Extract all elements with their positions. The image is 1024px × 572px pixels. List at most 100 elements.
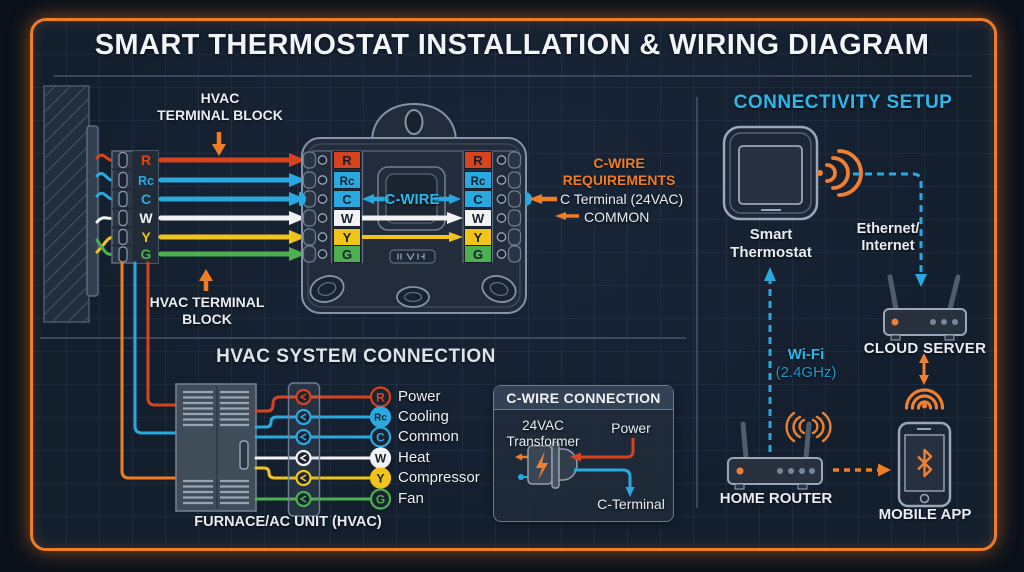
label-line: BLOCK [182,310,232,327]
terminal-letter: C [141,191,151,207]
label-line: Internet [861,238,915,255]
hvac-terminal-block-label-top: HVAC TERMINAL BLOCK [150,90,290,123]
router-phone-dashed-link [833,463,891,477]
hvac-terminal-block-label-bottom: HVAC TERMINAL BLOCK [137,294,277,327]
common-requirement: COMMON [584,209,650,225]
c-wire-connection-box: C-WIRE CONNECTION [493,385,674,522]
terminal-letter: R [473,153,483,168]
legend-code: C [376,431,385,445]
terminal-letter: W [341,211,354,226]
terminal-letter: Rc [340,176,355,188]
legend-code: W [375,452,387,466]
c-wire-connection-title: C-WIRE CONNECTION [494,386,673,410]
mounting-holes [309,275,517,308]
smart-thermostat-icon [722,125,819,221]
legend-label-fan: Fan [398,490,424,507]
wifi-label: Wi-Fi (2.4GHz) [766,346,846,381]
bluetooth-icon [917,448,933,478]
furnace-vents [183,390,249,505]
wall-icon [43,85,99,323]
page-title: SMART THERMOSTAT INSTALLATION & WIRING D… [94,29,930,61]
terminal-letter: R [342,153,352,168]
legend-label-heat: Heat [398,449,430,466]
terminal-letter: C [342,192,352,207]
c-terminal-requirement: C Terminal (24VAC) [560,191,684,207]
terminal-letter: G [342,247,352,262]
label-line: C-WIRE [593,155,645,171]
cloud-sync-arrow-icon [919,353,929,385]
terminal-letter: R [141,152,151,168]
transformer-label: 24VAC Transformer [495,418,591,450]
legend-code: Rc [374,413,387,424]
terminal-letter: Rc [138,174,154,188]
legend-label-cooling: Cooling [398,408,449,425]
c-wire-connection-wires [570,438,635,497]
power-label: Power [611,420,651,436]
terminal-screws [317,155,507,259]
hvac-section-title: HVAC SYSTEM CONNECTION [216,346,496,367]
terminal-clips [302,151,522,263]
label-line: HVAC TERMINAL [149,294,265,310]
cloud-server-icon [883,274,967,341]
backplate-terminal-blocks [333,151,492,263]
label-line: Transformer [506,433,580,449]
riser-wires [120,261,178,480]
furnace-wires [254,395,373,501]
mobile-phone-icon [897,421,952,508]
legend-code: Y [376,472,384,486]
block-label-arrows [199,132,226,291]
label-line: Ethernet/ [856,221,920,237]
junction-screw-slots [299,393,307,503]
hvac-terminal-block: R Rc C W Y G [111,150,159,264]
c-terminal-label: C-Terminal [597,496,665,512]
c-terminal-tab-right [525,192,532,206]
terminal-letter: Y [141,229,151,245]
c-wire-requirement-arrows [529,194,579,220]
terminal-letter: Rc [471,176,486,188]
wire-legend: R Rc C W Y G [369,386,392,510]
c-wire-requirements-title: C-WIRE REQUIREMENTS [545,155,693,188]
label-line: TERMINAL BLOCK [157,106,283,123]
c-wire-label: C-WIRE [384,191,440,208]
legend-label-common: Common [398,428,459,445]
wifi-down-signal-icon [904,388,945,410]
label-line: REQUIREMENTS [562,171,676,188]
cloud-server-label: CLOUD SERVER [863,340,987,357]
furnace-label: FURNACE/AC UNIT (HVAC) [194,514,382,530]
mobile-app-label: MOBILE APP [878,506,972,523]
hvac-block-terminal-letters: R Rc C W Y G [138,152,154,262]
furnace-door-handle [239,440,249,470]
brand-badge [389,249,436,264]
smart-thermostat-label: Smart Thermostat [721,226,821,261]
terminal-letter: Y [474,230,483,245]
w-y-jumper-arrows [362,212,463,242]
legend-code: R [376,391,385,405]
mounting-holes-inner [317,282,509,303]
terminal-letter: C [473,192,483,207]
home-router-label: HOME ROUTER [719,490,833,507]
ethernet-internet-label: Ethernet/ Internet [848,221,928,255]
label-line: 24VAC [522,418,564,433]
wifi-dashed-link [764,267,776,452]
thermostat-backplate: R Rc C W Y G R Rc C W Y G [299,102,532,314]
home-router-icon [727,411,832,490]
connectivity-section-title: CONNECTIVITY SETUP [733,92,953,113]
router-wifi-icon [785,411,832,443]
wifi-signal-icon [817,149,863,197]
label-line: Thermostat [730,243,812,261]
label-line: HVAC [200,90,240,106]
ethernet-dashed-link [853,172,927,287]
legend-label-power: Power [398,388,441,405]
furnace-icon [175,383,257,512]
c-wire-arrows [362,194,461,204]
c-terminal-tab-left [299,192,306,206]
label-line: (2.4GHz) [775,363,837,381]
terminal-letter: W [139,210,153,226]
terminal-letter: G [141,246,152,262]
legend-code: G [376,493,385,507]
backplate-terminal-letters: R Rc C W Y G R Rc C W Y G [340,153,486,262]
terminal-letter: Y [343,230,352,245]
junction-strip [287,382,321,517]
